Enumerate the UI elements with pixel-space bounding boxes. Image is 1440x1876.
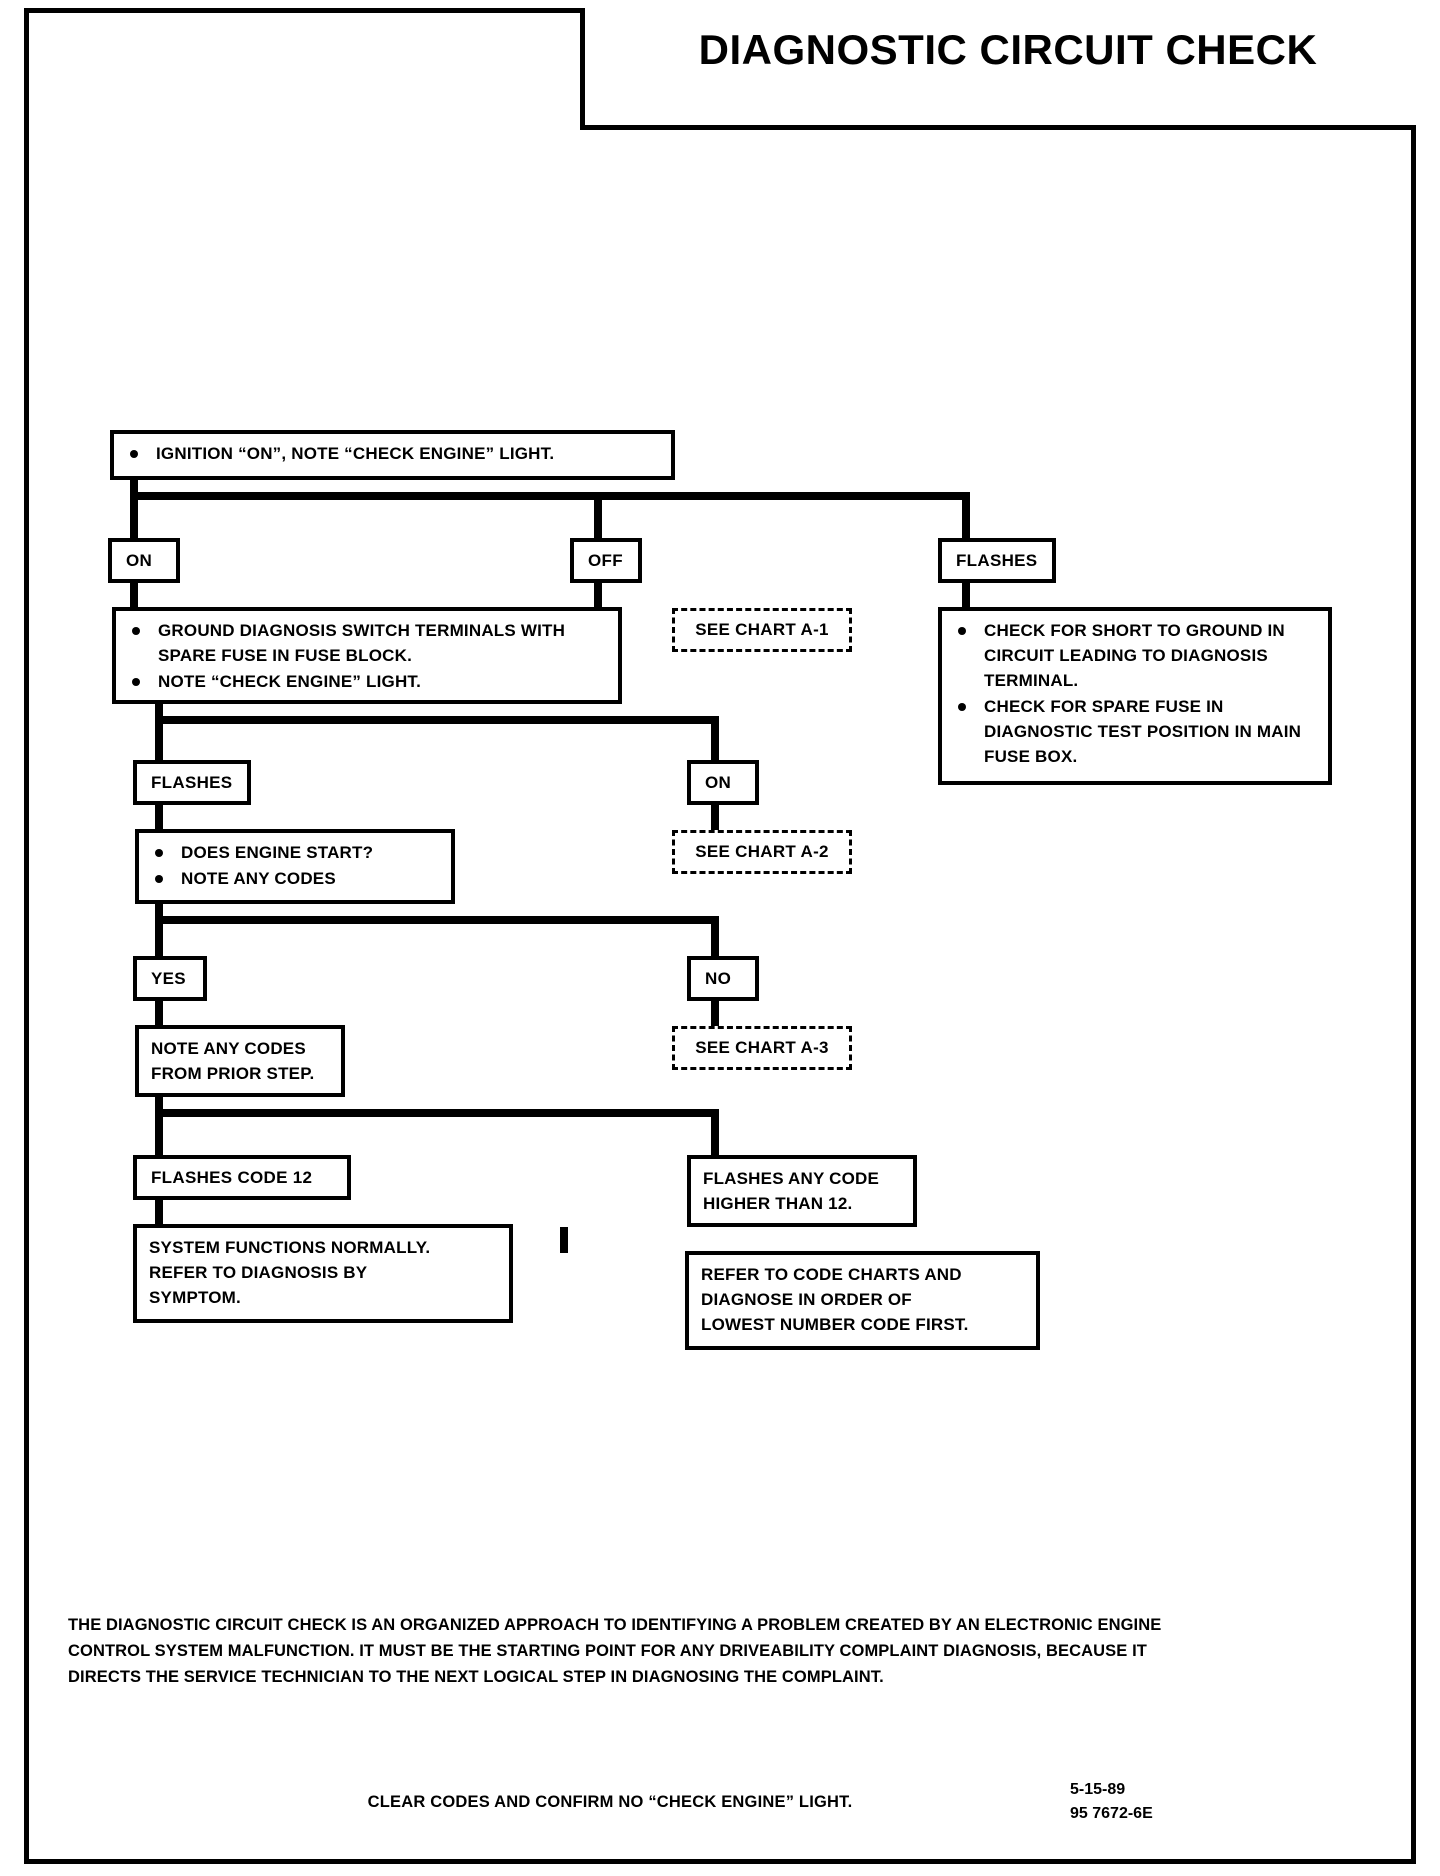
code-charts-line-3: LOWEST NUMBER CODE FIRST. bbox=[701, 1315, 969, 1334]
bullet-icon bbox=[132, 678, 140, 686]
connector-vertical bbox=[155, 704, 163, 760]
footer-doc-number: 95 7672-6E bbox=[1070, 1805, 1153, 1822]
list-item: CHECK FOR SHORT TO GROUND IN CIRCUIT LEA… bbox=[954, 618, 1316, 693]
connector-vertical bbox=[155, 904, 163, 956]
note-codes-box: NOTE ANY CODES FROM PRIOR STEP. bbox=[135, 1025, 345, 1097]
connector-vertical bbox=[130, 583, 138, 609]
list-item: IGNITION “ON”, NOTE “CHECK ENGINE” LIGHT… bbox=[126, 441, 659, 466]
see-chart-a1-box[interactable]: SEE CHART A-1 bbox=[672, 608, 852, 652]
connector-horizontal bbox=[155, 916, 719, 924]
system-normal-line-2: REFER TO DIAGNOSIS BY bbox=[149, 1263, 368, 1282]
connector-vertical bbox=[155, 805, 163, 831]
list-item: GROUND DIAGNOSIS SWITCH TERMINALS WITH S… bbox=[128, 618, 606, 668]
branch-tag-on: ON bbox=[108, 538, 180, 583]
list-item: NOTE “CHECK ENGINE” LIGHT. bbox=[128, 669, 606, 694]
explanatory-note: THE DIAGNOSTIC CIRCUIT CHECK IS AN ORGAN… bbox=[68, 1616, 1162, 1686]
connector-vertical bbox=[594, 583, 602, 609]
branch-tag-off: OFF bbox=[570, 538, 642, 583]
see-chart-a3-box[interactable]: SEE CHART A-3 bbox=[672, 1026, 852, 1070]
check-short-box: CHECK FOR SHORT TO GROUND IN CIRCUIT LEA… bbox=[938, 607, 1332, 785]
code-higher-line-1: FLASHES ANY CODE bbox=[703, 1169, 880, 1188]
connector-vertical bbox=[155, 1097, 163, 1155]
connector-vertical bbox=[130, 480, 138, 538]
connector-horizontal bbox=[155, 1109, 719, 1117]
bullet-icon bbox=[958, 627, 966, 635]
see-chart-a2-box[interactable]: SEE CHART A-2 bbox=[672, 830, 852, 874]
system-normal-line-1: SYSTEM FUNCTIONS NORMALLY. bbox=[149, 1238, 431, 1257]
code-charts-box: REFER TO CODE CHARTS AND DIAGNOSE IN ORD… bbox=[685, 1251, 1040, 1350]
code-charts-line-2: DIAGNOSE IN ORDER OF bbox=[701, 1290, 912, 1309]
branch-tag-no: NO bbox=[687, 956, 759, 1001]
branch-tag-flashes-2: FLASHES bbox=[133, 760, 251, 805]
list-item: DOES ENGINE START? bbox=[151, 840, 439, 865]
note-codes-line-2: FROM PRIOR STEP. bbox=[151, 1064, 315, 1083]
branch-tag-flashes: FLASHES bbox=[938, 538, 1056, 583]
connector-vertical bbox=[155, 1001, 163, 1027]
connector-vertical bbox=[711, 716, 719, 760]
connector-vertical bbox=[711, 805, 719, 831]
page-border bbox=[24, 8, 1416, 1864]
connector-vertical bbox=[711, 1001, 719, 1027]
bullet-icon bbox=[132, 627, 140, 635]
connector-vertical bbox=[155, 1200, 163, 1226]
bullet-icon bbox=[155, 849, 163, 857]
system-normal-line-3: SYMPTOM. bbox=[149, 1288, 241, 1307]
engine-start-box: DOES ENGINE START? NOTE ANY CODES bbox=[135, 829, 455, 904]
code-charts-line-1: REFER TO CODE CHARTS AND bbox=[701, 1265, 962, 1284]
list-item: CHECK FOR SPARE FUSE IN DIAGNOSTIC TEST … bbox=[954, 694, 1316, 769]
list-item: NOTE ANY CODES bbox=[151, 866, 439, 891]
branch-tag-on-2: ON bbox=[687, 760, 759, 805]
footer-date: 5-15-89 bbox=[1070, 1781, 1126, 1798]
connector-vertical bbox=[711, 1109, 719, 1155]
bullet-icon bbox=[130, 450, 138, 458]
note-codes-line-1: NOTE ANY CODES bbox=[151, 1039, 306, 1058]
footer-identifiers: 5-15-89 95 7672-6E bbox=[1070, 1778, 1250, 1826]
connector-vertical bbox=[962, 492, 970, 538]
system-normal-box: SYSTEM FUNCTIONS NORMALLY. REFER TO DIAG… bbox=[133, 1224, 513, 1323]
connector-horizontal bbox=[130, 492, 970, 500]
connector-vertical bbox=[560, 1227, 568, 1253]
branch-tag-code-higher: FLASHES ANY CODE HIGHER THAN 12. bbox=[687, 1155, 917, 1227]
start-box: IGNITION “ON”, NOTE “CHECK ENGINE” LIGHT… bbox=[110, 430, 675, 480]
footer-clear-codes-note: CLEAR CODES AND CONFIRM NO “CHECK ENGINE… bbox=[367, 1793, 853, 1811]
title-box bbox=[580, 8, 1416, 130]
page-title: DIAGNOSTIC CIRCUIT CHECK bbox=[698, 26, 1318, 73]
connector-vertical bbox=[711, 916, 719, 956]
bullet-icon bbox=[958, 703, 966, 711]
branch-tag-code-12: FLASHES CODE 12 bbox=[133, 1155, 351, 1200]
connector-horizontal bbox=[155, 716, 719, 724]
code-higher-line-2: HIGHER THAN 12. bbox=[703, 1194, 853, 1213]
connector-vertical bbox=[962, 583, 970, 609]
connector-vertical bbox=[594, 492, 602, 538]
branch-tag-yes: YES bbox=[133, 956, 207, 1001]
ground-diagnosis-box: GROUND DIAGNOSIS SWITCH TERMINALS WITH S… bbox=[112, 607, 622, 704]
bullet-icon bbox=[155, 875, 163, 883]
